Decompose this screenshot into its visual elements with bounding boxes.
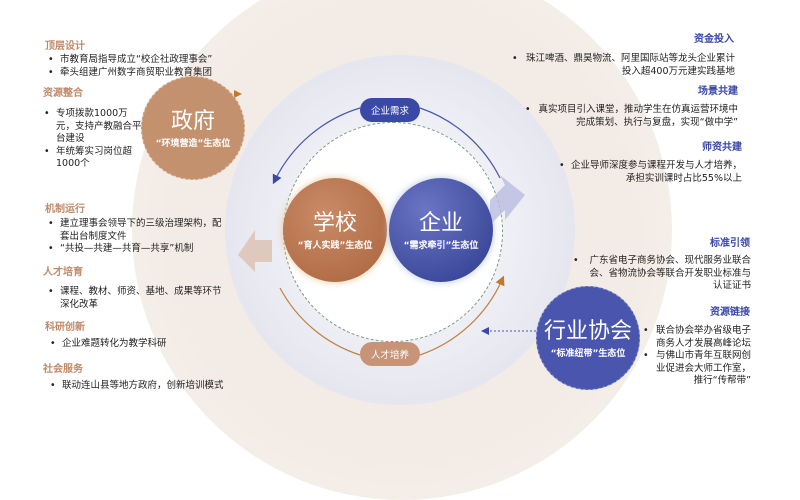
list-item: 牵头组建广州数字商贸职业教育集团 [46, 67, 256, 80]
section-title: 资源整合 [43, 88, 83, 99]
section-title: 师资共建 [702, 142, 742, 153]
government-title: 政府 [170, 108, 215, 134]
list-item: 年统筹实习岗位超1000个 [42, 146, 142, 171]
section-list: 专项拨款1000万元，支持产教融合平台建设 年统筹实习岗位超1000个 [42, 108, 142, 171]
school-title: 学校 [312, 210, 357, 236]
cycle-arrows [222, 90, 540, 356]
government-subtitle: “环境营造”生态位 [155, 138, 231, 149]
section-title: 资源链接 [710, 307, 750, 318]
section-list: 真实项目引入课堂，推动学生在仿真运营环境中完成策划、执行与复盘，实现“做中学” [523, 104, 738, 129]
section-list: 联动连山县等地方政府，创新培训模式 [48, 380, 248, 393]
list-item: 企业难题转化为教学科研 [48, 338, 238, 351]
list-item: 广东省电子商务协会、现代服务业联合会、省物流协会等联合开发职业标准与认证证书 [571, 255, 751, 293]
enterprise-subtitle: “需求牵引”生态位 [403, 240, 479, 251]
list-item: 联动连山县等地方政府，创新培训模式 [48, 380, 248, 393]
section-title: 资金投入 [694, 34, 734, 45]
section-title: 社会服务 [43, 364, 83, 375]
left-big-arrow [238, 230, 272, 272]
list-item: 市教育局指导成立“校企社政理事会” [46, 54, 256, 67]
school-subtitle: “育人实践”生态位 [297, 240, 373, 251]
demand-arc [275, 107, 501, 180]
association-subtitle: “标准纽带”生态位 [550, 348, 626, 359]
enterprise-node: 企业 “需求牵引”生态位 [389, 178, 493, 282]
list-item: 真实项目引入课堂，推动学生在仿真运营环境中完成策划、执行与复盘，实现“做中学” [523, 104, 738, 129]
section-title: 人才培育 [43, 267, 83, 278]
list-item: 与佛山市青年互联网创业促进会大师工作室，推行“传帮带” [641, 350, 751, 388]
association-title: 行业协会 [543, 318, 632, 344]
section-list: 市教育局指导成立“校企社政理事会” 牵头组建广州数字商贸职业教育集团 [46, 54, 256, 79]
section-title: 机制运行 [45, 204, 85, 215]
section-title: 顶层设计 [45, 41, 85, 52]
right-big-arrow [490, 175, 525, 225]
list-item: 课程、教材、师资、基地、成果等环节深化改革 [46, 286, 226, 311]
section-title: 场景共建 [698, 86, 738, 97]
talent-cultivation-label: 人才培养 [360, 342, 420, 366]
section-list: 建立理事会领导下的三级治理架构，配套出台制度文件 “共投—共建—共育—共享”机制 [46, 218, 226, 256]
list-item: 珠江啤酒、鼎昊物流、阿里国际站等龙头企业累计投入超400万元建实践基地 [510, 53, 735, 78]
enterprise-title: 企业 [418, 210, 463, 236]
list-item: 建立理事会领导下的三级治理架构，配套出台制度文件 [46, 218, 226, 243]
list-item: 联合协会举办省级电子商务人才发展高峰论坛 [641, 325, 751, 350]
talent-arc [279, 280, 502, 356]
list-item: “共投—共建—共育—共享”机制 [46, 243, 226, 256]
government-node: 政府 “环境营造”生态位 [141, 76, 245, 180]
section-list: 珠江啤酒、鼎昊物流、阿里国际站等龙头企业累计投入超400万元建实践基地 [510, 53, 735, 78]
section-list: 企业难题转化为教学科研 [48, 338, 238, 351]
section-list: 联合协会举办省级电子商务人才发展高峰论坛 与佛山市青年互联网创业促进会大师工作室… [641, 325, 751, 388]
association-node: 行业协会 “标准纽带”生态位 [536, 286, 640, 390]
school-node: 学校 “育人实践”生态位 [283, 178, 387, 282]
list-item: 专项拨款1000万元，支持产教融合平台建设 [42, 108, 142, 146]
section-list: 企业导师深度参与课程开发与人才培养，承担实训课时占比55%以上 [557, 160, 742, 185]
section-list: 广东省电子商务协会、现代服务业联合会、省物流协会等联合开发职业标准与认证证书 [571, 255, 751, 293]
list-item: 企业导师深度参与课程开发与人才培养，承担实训课时占比55%以上 [557, 160, 742, 185]
section-title: 标准引领 [710, 238, 750, 249]
enterprise-demand-label: 企业需求 [360, 98, 420, 122]
section-list: 课程、教材、师资、基地、成果等环节深化改革 [46, 286, 226, 311]
section-title: 科研创新 [45, 322, 85, 333]
